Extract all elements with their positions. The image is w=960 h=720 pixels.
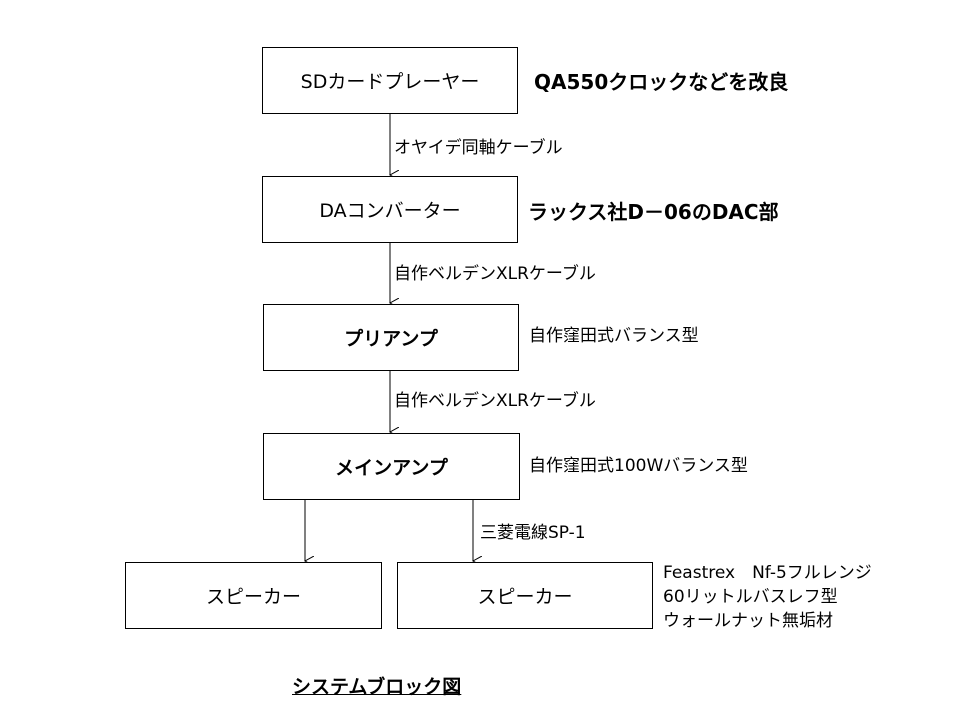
speaker-right-box: スピーカー [397,562,653,629]
cable-label-pre-to-main: 自作ベルデンXLRケーブル [394,391,596,411]
da-converter-label: DAコンバーター [319,200,461,222]
speaker-spec-line: Feastrex Nf-5フルレンジ [663,563,872,583]
cable-label-dac-to-pre: 自作ベルデンXLRケーブル [394,264,596,284]
preamp-label: プリアンプ [344,328,438,350]
main-amp-box: メインアンプ [263,433,520,500]
sd-player-note: QA550クロックなどを改良 [534,70,789,94]
speaker-left-box: スピーカー [125,562,382,629]
sd-card-player-label: SDカードプレーヤー [300,71,480,93]
sd-card-player-box: SDカードプレーヤー [262,47,518,114]
speaker-right-label: スピーカー [477,586,573,608]
speaker-spec-line: 60リットルバスレフ型 [663,587,838,607]
cable-label-sd-to-dac: オヤイデ同軸ケーブル [394,138,563,158]
main-amp-note: 自作窪田式100Wバランス型 [529,456,748,476]
speaker-spec-line: ウォールナット無垢材 [663,611,833,631]
cable-label-main-to-speaker: 三菱電線SP-1 [480,523,586,543]
speaker-left-label: スピーカー [205,586,301,608]
preamp-note: 自作窪田式バランス型 [529,326,699,346]
da-converter-note: ラックス社D－06のDAC部 [528,200,779,224]
da-converter-box: DAコンバーター [262,176,518,243]
main-amp-label: メインアンプ [335,457,448,479]
speaker-spec: Feastrex Nf-5フルレンジ 60リットルバスレフ型 ウォールナット無垢… [663,561,872,633]
preamp-box: プリアンプ [263,304,519,371]
diagram-title: システムブロック図 [292,676,462,698]
